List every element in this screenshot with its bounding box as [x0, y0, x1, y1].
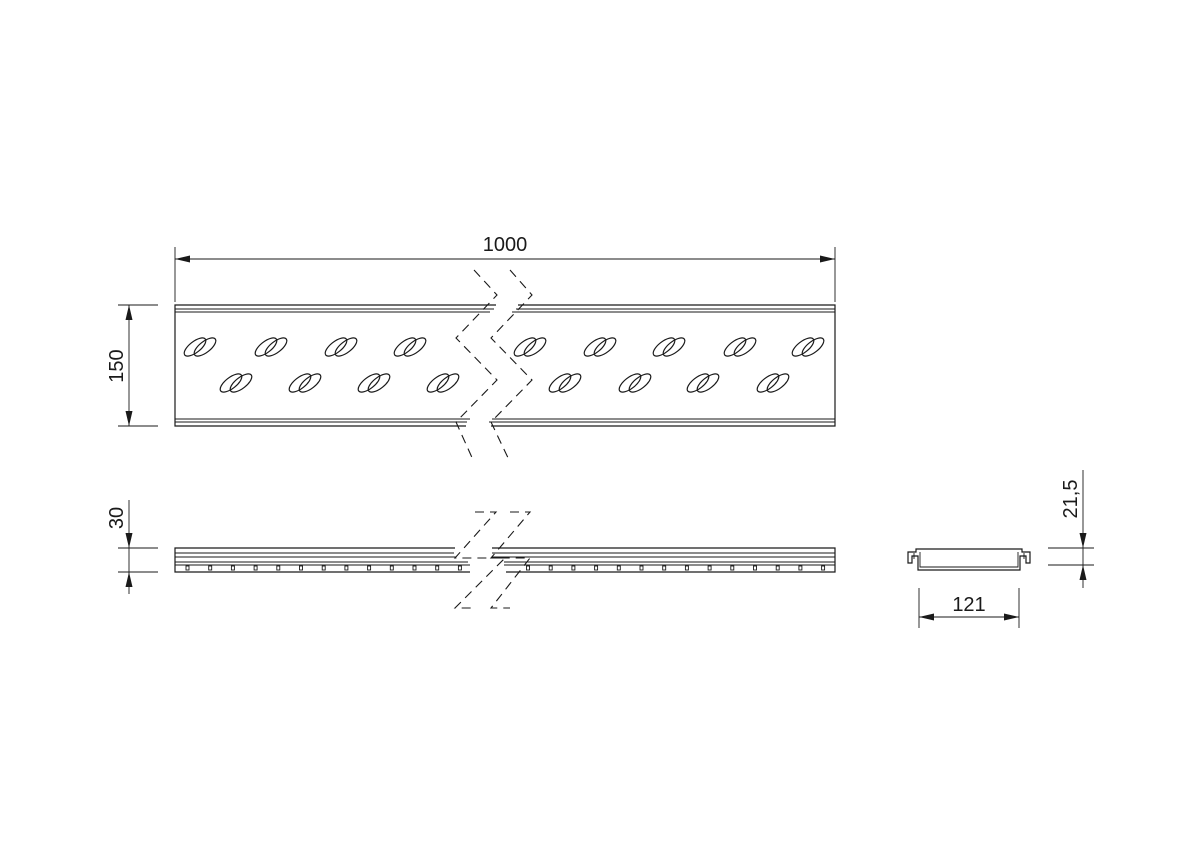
break-lines-top [455, 269, 533, 463]
side-profile-right [492, 547, 836, 573]
side-notch [526, 565, 530, 571]
section-height-label: 21,5 [1060, 480, 1082, 519]
drainage-slot [513, 337, 537, 357]
drainage-slot [393, 337, 417, 357]
side-view: 30 [106, 500, 836, 609]
side-notch [707, 565, 712, 571]
side-notch [753, 565, 757, 571]
side-notch [299, 565, 303, 571]
height-dimension: 30 [106, 500, 158, 594]
width-label: 150 [106, 349, 128, 382]
side-notch [775, 565, 780, 571]
side-notch-row [185, 565, 826, 571]
side-profile-left [174, 547, 470, 573]
side-notch [185, 565, 190, 571]
side-notch [684, 565, 689, 571]
side-notch [457, 565, 462, 571]
break-lines-side [453, 511, 532, 609]
side-notch [798, 565, 803, 571]
drainage-slot [696, 373, 720, 393]
slot-pattern-left [183, 337, 460, 393]
section-height-dimension: 21,5 [1048, 470, 1094, 588]
drainage-slot [523, 337, 547, 357]
side-notch [548, 565, 553, 571]
side-notch [321, 565, 326, 571]
side-notch [230, 565, 235, 571]
drainage-slot [593, 337, 617, 357]
side-notch [821, 565, 826, 571]
side-notch [208, 565, 213, 571]
drainage-slot [264, 337, 288, 357]
drainage-slot [193, 337, 217, 357]
drainage-slot [558, 373, 582, 393]
width-dimension: 150 [106, 304, 158, 427]
drainage-slot [229, 373, 253, 393]
drainage-slot [403, 337, 427, 357]
height-label: 30 [106, 507, 128, 529]
grate-plate-right [489, 304, 836, 427]
side-notch [367, 565, 372, 571]
drainage-slot [426, 373, 450, 393]
drainage-slot [357, 373, 381, 393]
section-width-dimension: 121 [918, 588, 1020, 628]
drainage-slot [766, 373, 790, 393]
drainage-slot [686, 373, 710, 393]
drainage-slot [723, 337, 747, 357]
cross-section: 21,5 121 [907, 470, 1094, 628]
drainage-slot [324, 337, 348, 357]
section-width-label: 121 [952, 594, 985, 616]
drainage-slot [583, 337, 607, 357]
side-notch [276, 565, 281, 571]
drainage-slot [652, 337, 676, 357]
drainage-slot [254, 337, 278, 357]
side-notch [435, 565, 440, 571]
side-notch [662, 565, 667, 571]
drainage-slot [436, 373, 460, 393]
drainage-slot [219, 373, 243, 393]
drainage-slot [801, 337, 825, 357]
top-view: 1000 150 [106, 234, 836, 463]
length-label: 1000 [483, 234, 528, 256]
drainage-slot [183, 337, 207, 357]
side-notch [389, 565, 394, 571]
drainage-slot [288, 373, 312, 393]
drainage-slot [791, 337, 815, 357]
length-dimension: 1000 [174, 234, 836, 302]
drainage-slot [334, 337, 358, 357]
side-notch [344, 565, 349, 571]
drainage-slot [756, 373, 780, 393]
grate-plate-left [174, 304, 496, 427]
side-notch [571, 565, 576, 571]
section-profile [907, 548, 1031, 571]
drainage-slot [548, 373, 572, 393]
side-notch [594, 565, 599, 571]
side-notch [730, 565, 735, 571]
drainage-slot [367, 373, 391, 393]
slot-pattern-right [513, 337, 825, 393]
drainage-slot [628, 373, 652, 393]
side-notch [412, 565, 417, 571]
side-notch [616, 565, 621, 571]
drainage-slot [662, 337, 686, 357]
side-notch [253, 565, 258, 571]
drainage-slot [733, 337, 757, 357]
drainage-slot [298, 373, 322, 393]
drainage-slot [618, 373, 642, 393]
side-notch [639, 565, 644, 571]
